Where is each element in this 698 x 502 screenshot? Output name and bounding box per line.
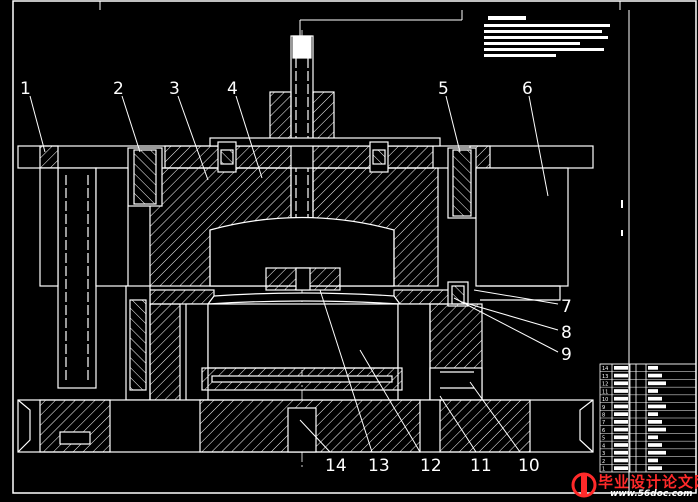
upper-die-plate (17, 137, 594, 169)
table-row-name-bar (614, 366, 628, 370)
dimension-marks (621, 200, 623, 236)
part-label-5: 5 (438, 79, 449, 99)
table-row-material-bar (648, 412, 658, 416)
part-label-4: 4 (227, 79, 238, 99)
table-row-material-bar (648, 366, 658, 370)
table-row-material-bar (648, 450, 666, 455)
stripper-plate (149, 289, 455, 305)
part-label-7: 7 (561, 297, 572, 317)
table-row-number: 5 (602, 436, 605, 442)
part-label-1: 1 (20, 79, 31, 99)
technical-notes-block (484, 16, 610, 57)
table-row-material-bar (648, 420, 662, 424)
part-label-12: 12 (420, 456, 442, 476)
table-row-number: 2 (602, 459, 605, 465)
table-row-name-bar (614, 389, 628, 393)
table-row-number: 12 (602, 382, 608, 388)
part-label-6: 6 (522, 79, 533, 99)
table-row-name-bar (614, 412, 628, 416)
table-row-name-bar (614, 427, 628, 432)
watermark: 毕业设计论文网 www.56doc.com (565, 469, 698, 502)
table-row-name-bar (614, 466, 628, 470)
table-row-name-bar (614, 443, 628, 447)
table-row-number: 9 (602, 405, 605, 411)
workpiece (201, 367, 403, 391)
table-row-number: 1 (602, 467, 605, 473)
upper-screws (217, 141, 389, 173)
table-row-material-bar (648, 443, 662, 447)
table-row-number: 13 (602, 374, 608, 380)
table-row-name-bar (614, 450, 628, 455)
part-label-8: 8 (561, 323, 572, 343)
table-row-number: 7 (602, 420, 605, 426)
upper-die-block (149, 167, 439, 287)
watermark-logo-icon (571, 472, 597, 498)
table-row-material-bar (648, 396, 662, 401)
table-row-number: 4 (602, 443, 605, 449)
table-row-material-bar (648, 389, 658, 393)
part-labels: 1 2 3 4 5 6 7 8 9 10 11 12 13 14 (20, 79, 572, 476)
table-row-name-bar (614, 381, 628, 386)
table-row-number: 14 (602, 366, 608, 372)
part-label-13: 13 (368, 456, 390, 476)
watermark-title: 毕业设计论文网 (598, 473, 698, 491)
table-row-name-bar (614, 420, 628, 424)
part-label-10: 10 (518, 456, 540, 476)
side-bodies (39, 167, 569, 301)
table-row-name-bar (614, 458, 628, 463)
table-row-name-bar (614, 373, 628, 378)
table-row-material-bar (648, 458, 658, 463)
part-label-9: 9 (561, 345, 572, 365)
table-row-number: 8 (602, 413, 605, 419)
table-row-material-bar (648, 404, 666, 409)
table-row-number: 6 (602, 428, 605, 434)
table-row-material-bar (648, 435, 658, 440)
table-row-material-bar (648, 466, 662, 470)
table-row-number: 10 (602, 397, 608, 403)
part-label-11: 11 (470, 456, 492, 476)
table-row-name-bar (614, 396, 628, 401)
drawing-frame (12, 0, 697, 494)
table-row-material-bar (648, 373, 662, 378)
table-row-material-bar (648, 381, 666, 386)
leader-lines (29, 95, 559, 453)
watermark-url: www.56doc.com (610, 489, 693, 499)
part-label-3: 3 (169, 79, 180, 99)
part-label-14: 14 (325, 456, 347, 476)
table-row-name-bar (614, 435, 628, 440)
table-row-material-bar (648, 427, 666, 432)
table-row-name-bar (614, 404, 628, 409)
ejector-block (265, 267, 341, 291)
table-row-number: 3 (602, 451, 605, 457)
part-label-2: 2 (113, 79, 124, 99)
guide-posts (57, 147, 477, 389)
table-row-number: 11 (602, 389, 608, 395)
lower-base-plate (17, 399, 594, 453)
